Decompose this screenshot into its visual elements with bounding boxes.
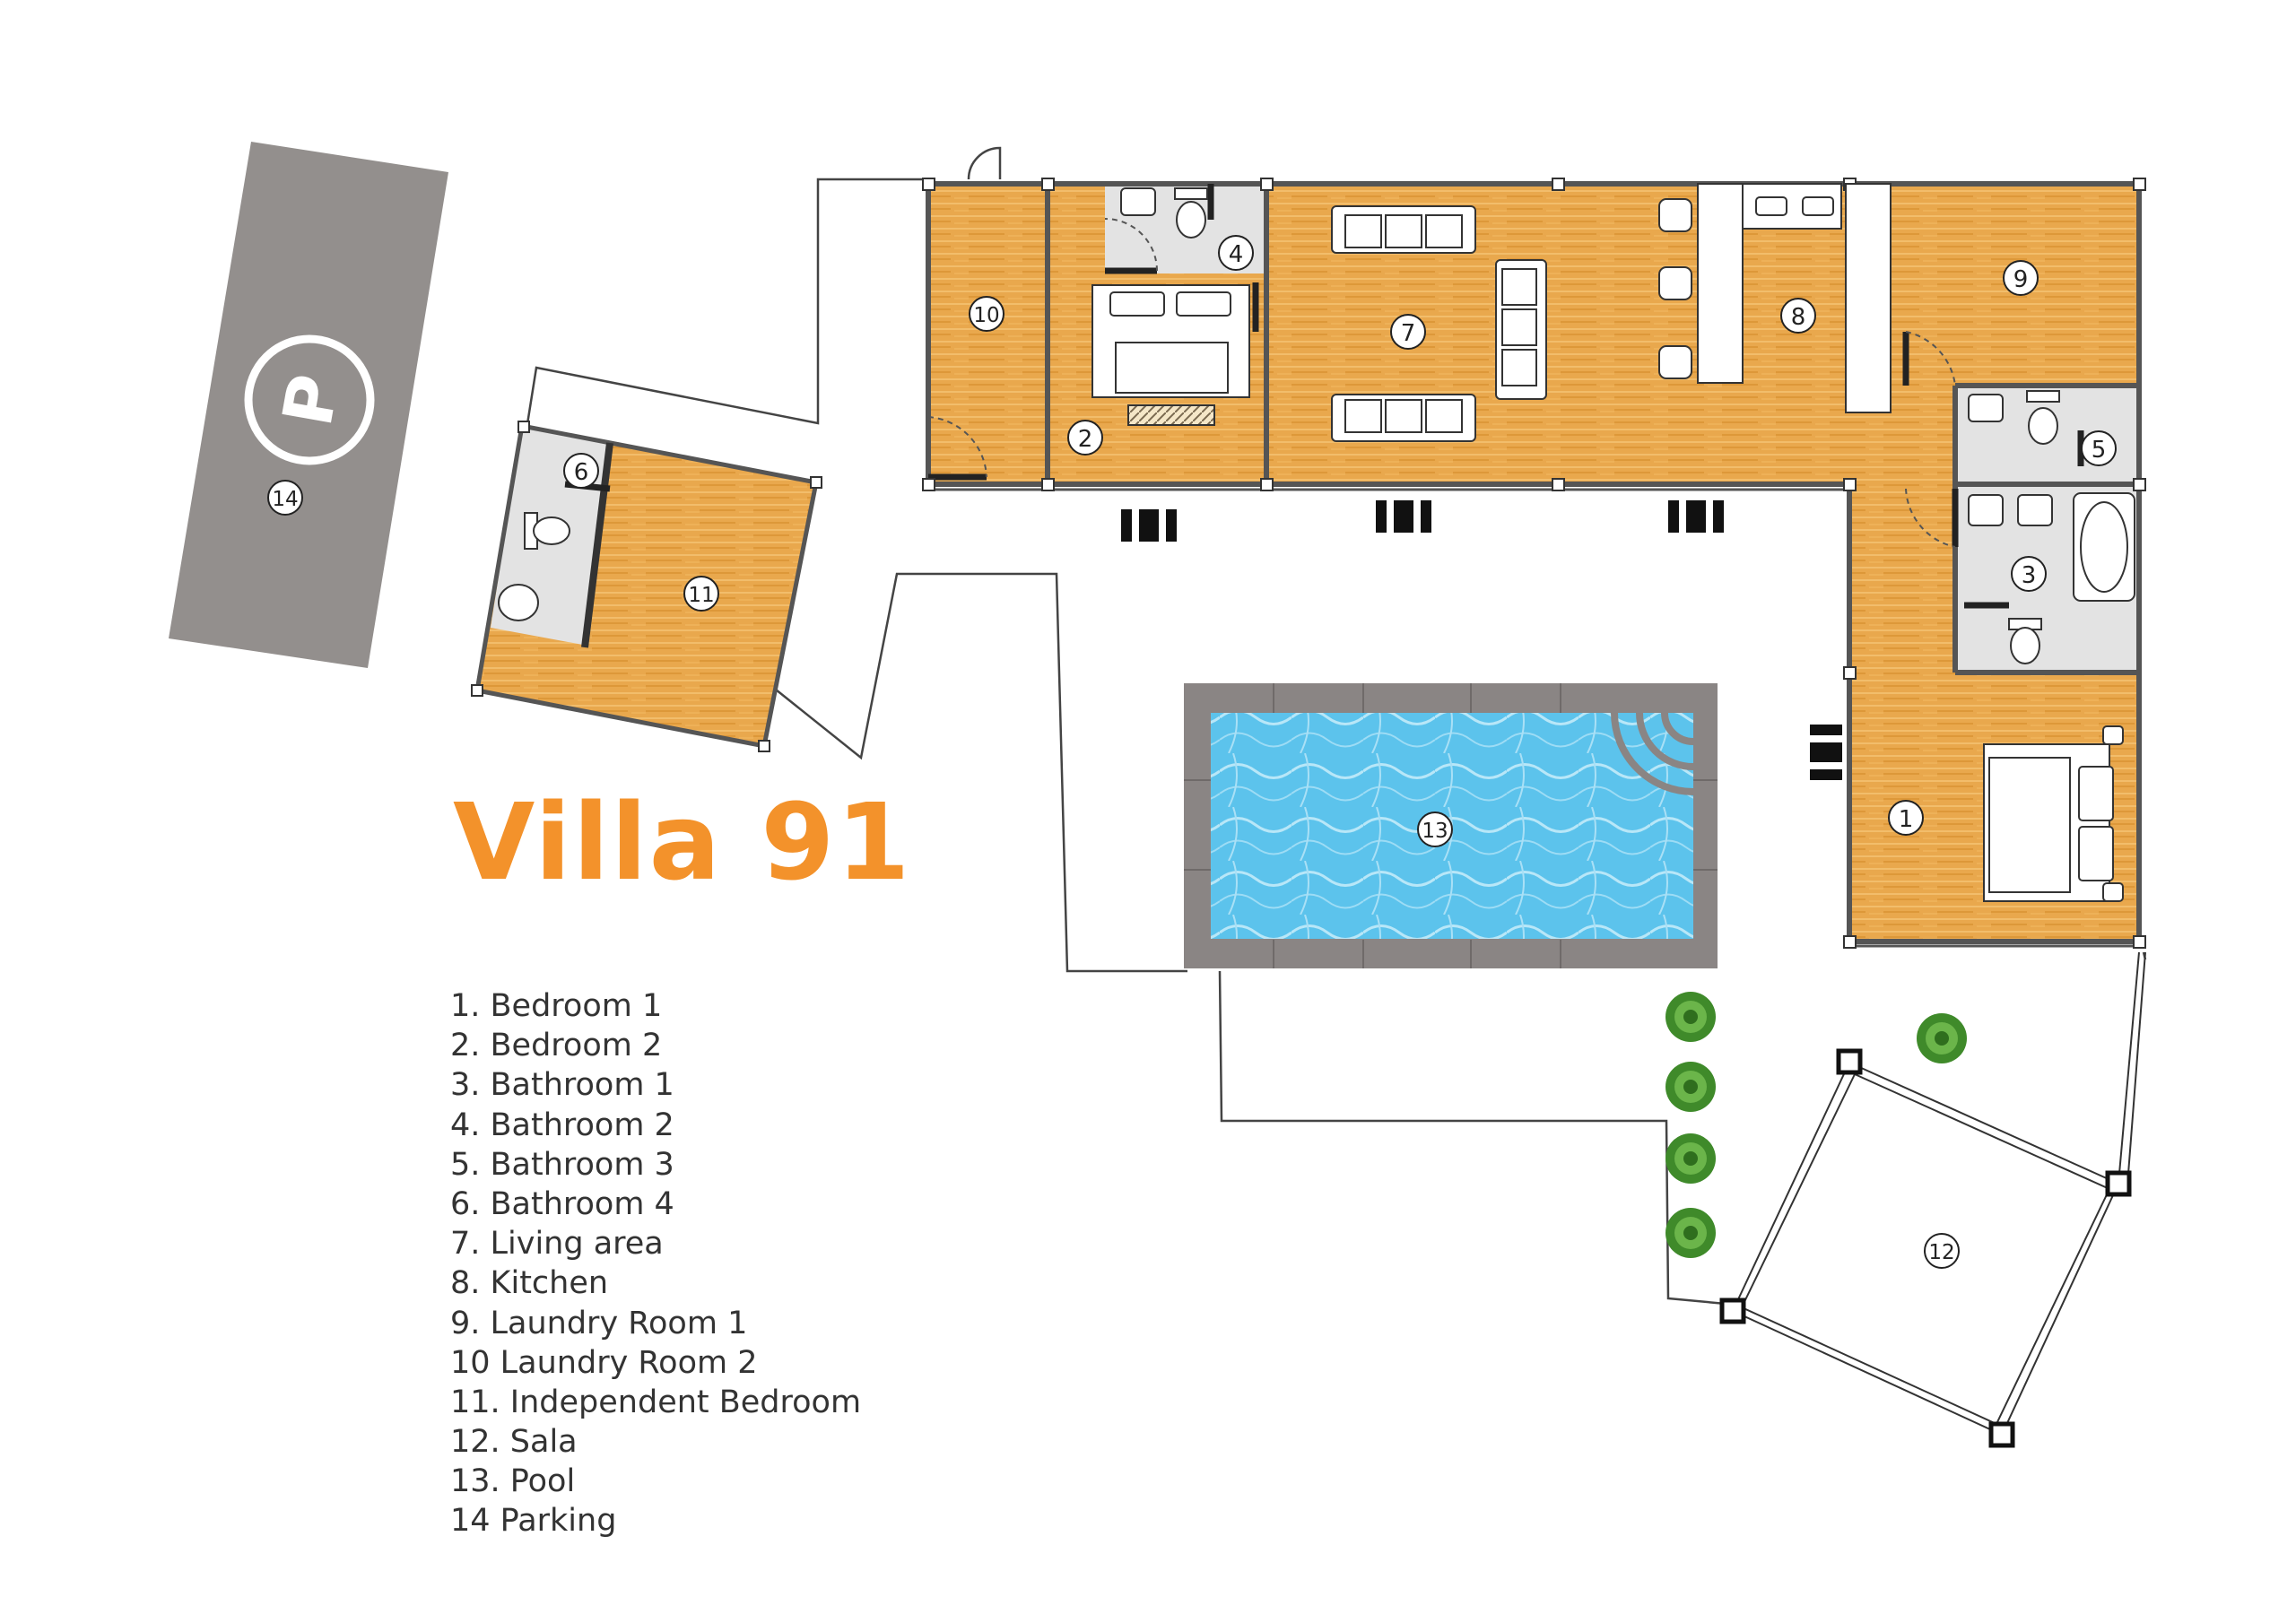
legend-item: 10 Laundry Room 2 [450,1344,758,1381]
room-marker-label: 7 [1401,320,1416,347]
room-marker-label: 3 [2022,562,2037,589]
toilet-icon [1120,187,1208,239]
independent-bedroom-building [471,421,822,752]
room-marker-label: 9 [2013,266,2029,293]
room-marker: 12 [1924,1233,1960,1269]
legend-item: 6. Bathroom 4 [450,1185,674,1222]
legend-item: 9. Laundry Room 1 [450,1305,748,1341]
bed-icon [1091,284,1250,426]
room-marker: 9 [2003,260,2039,296]
kitchen-counter [1697,183,1892,413]
sofa-icon [1331,205,1547,442]
parking-area: P [169,142,448,668]
pool [1184,683,1718,968]
room-marker: 7 [1390,314,1426,350]
room-marker-label: 12 [1928,1241,1954,1264]
room-marker-label: 10 [973,304,999,327]
pool-steps [1611,712,1694,795]
legend-item: 8. Kitchen [450,1265,609,1302]
legend-item: 11. Independent Bedroom [450,1384,862,1420]
room-marker: 5 [2081,430,2117,466]
room-marker-label: 6 [574,459,589,486]
legend-item: 12. Sala [450,1424,578,1461]
room-marker: 6 [563,453,599,489]
legend-item: 14 Parking [450,1503,617,1540]
room-marker-label: 2 [1078,426,1093,453]
room-marker: 1 [1888,800,1924,836]
room-marker-label: 8 [1791,304,1806,331]
wall-columns [922,178,2146,949]
entry-door [967,146,1002,180]
legend-item: 13. Pool [450,1463,576,1500]
door-swings [927,218,1956,548]
room-legend: 1. Bedroom 1 2. Bedroom 2 3. Bathroom 1 … [450,986,861,1541]
room-marker: 3 [2011,556,2047,592]
bed-icon [1983,725,2124,902]
bar-stool-icon [1658,198,1692,379]
room-marker-label: 4 [1229,241,1244,268]
room-marker: 10 [969,296,1004,332]
room-marker-label: 13 [1422,820,1448,843]
toilet-icon [498,512,570,621]
sala-columns [1719,1048,2132,1448]
room-marker-label: 5 [2092,437,2107,464]
room-marker: 4 [1218,235,1254,271]
legend-item: 7. Living area [450,1226,664,1263]
legend-item: 4. Bathroom 2 [450,1107,674,1143]
palm-plant-icon [1665,992,1967,1258]
legend-item: 2. Bedroom 2 [450,1028,663,1064]
bathtub-icon [2073,492,2135,602]
legend-item: 1. Bedroom 1 [450,988,663,1024]
room-marker-label: 11 [688,584,714,607]
room-marker: 8 [1780,298,1816,334]
room-marker: 11 [683,576,719,612]
room-marker: 14 [267,480,303,516]
legend-item: 3. Bathroom 1 [450,1067,674,1104]
sun-lounger-stripes [1132,500,1842,769]
room-marker-label: 1 [1899,806,1914,833]
room-marker-label: 14 [272,488,298,511]
sun-lounger-icon [1121,500,1842,780]
villa-title: Villa 91 [453,780,912,904]
room-marker: 2 [1067,420,1103,456]
legend-item: 5. Bathroom 3 [450,1146,674,1183]
toilet-icon [1968,390,2060,664]
room-marker: 13 [1417,812,1453,847]
